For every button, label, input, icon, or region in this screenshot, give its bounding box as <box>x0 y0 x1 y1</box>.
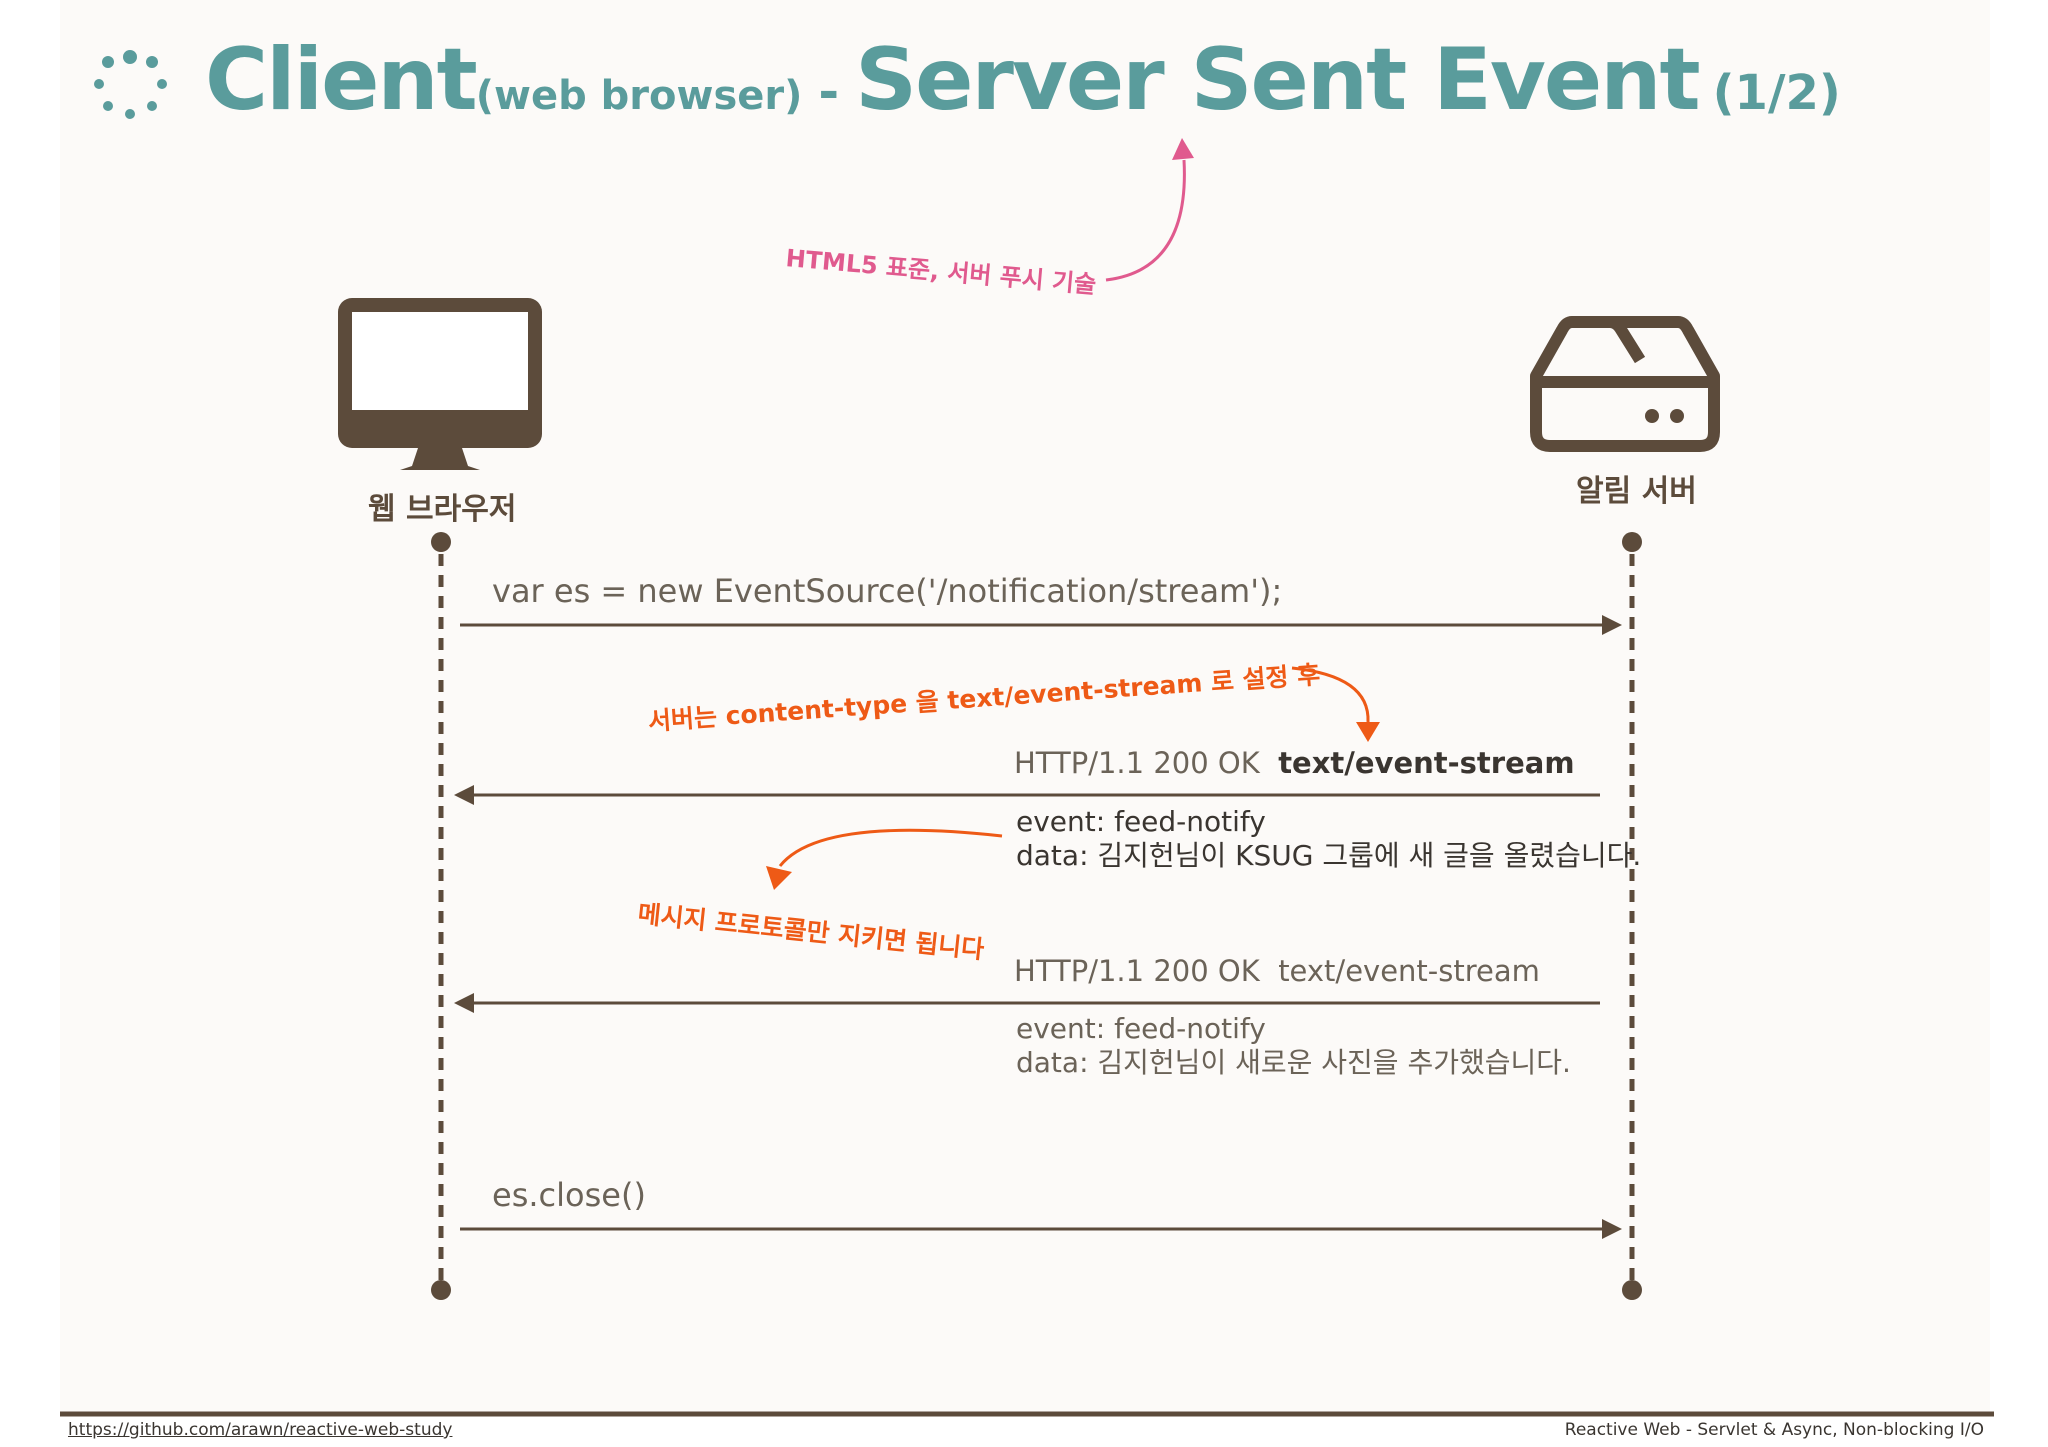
server-icon <box>1530 316 1720 452</box>
server-lifeline <box>1622 532 1642 1300</box>
content-type-note-arrow <box>1291 666 1380 742</box>
response-2-status-line: HTTP/1.1 200 OK text/event-stream <box>1014 954 1540 988</box>
title-topic: Server Sent Event <box>855 30 1700 130</box>
response-1-content-type: text/event-stream <box>1278 746 1575 780</box>
response-2-content-type: text/event-stream <box>1278 954 1540 988</box>
client-label: 웹 브라우저 <box>368 492 517 527</box>
response-1-status-line: HTTP/1.1 200 OK text/event-stream <box>1014 746 1575 780</box>
page-title: Client(web browser)-Server Sent Event(1/… <box>205 30 1841 130</box>
response-2-data: data: 김지헌님이 새로운 사진을 추가했습니다. <box>1016 1046 1571 1079</box>
arrow-response-1 <box>454 785 1600 805</box>
title-separator: - <box>818 63 840 121</box>
response-2-body: event: feed-notify data: 김지헌님이 새로운 사진을 추… <box>1016 1012 1571 1080</box>
html5-note-arrow <box>1105 138 1194 282</box>
response-2-status: HTTP/1.1 200 OK <box>1014 954 1260 988</box>
title-page: (1/2) <box>1712 65 1841 121</box>
response-2-event: event: feed-notify <box>1016 1012 1266 1045</box>
arrow-response-2 <box>454 993 1600 1013</box>
loading-dots-icon <box>94 50 167 119</box>
response-1-body: event: feed-notify data: 김지헌님이 KSUG 그룹에 … <box>1016 805 1641 873</box>
monitor-icon <box>338 298 542 470</box>
response-1-data: data: 김지헌님이 KSUG 그룹에 새 글을 올렸습니다. <box>1016 839 1642 872</box>
request-message: var es = new EventSource('/notification/… <box>492 572 1283 610</box>
slide <box>60 0 1990 1412</box>
client-lifeline <box>431 532 451 1300</box>
response-1-event: event: feed-notify <box>1016 805 1266 838</box>
footer-caption: Reactive Web - Servlet & Async, Non-bloc… <box>1564 1420 1984 1440</box>
server-label: 알림 서버 <box>1576 474 1697 509</box>
response-1-status: HTTP/1.1 200 OK <box>1014 746 1260 780</box>
title-sub: (web browser) <box>475 73 803 119</box>
arrow-close <box>460 1219 1622 1239</box>
arrow-request <box>460 615 1622 635</box>
title-main: Client <box>205 30 478 130</box>
close-message: es.close() <box>492 1176 646 1214</box>
protocol-note-arrow <box>766 828 1003 890</box>
footer-link[interactable]: https://github.com/arawn/reactive-web-st… <box>68 1420 453 1440</box>
